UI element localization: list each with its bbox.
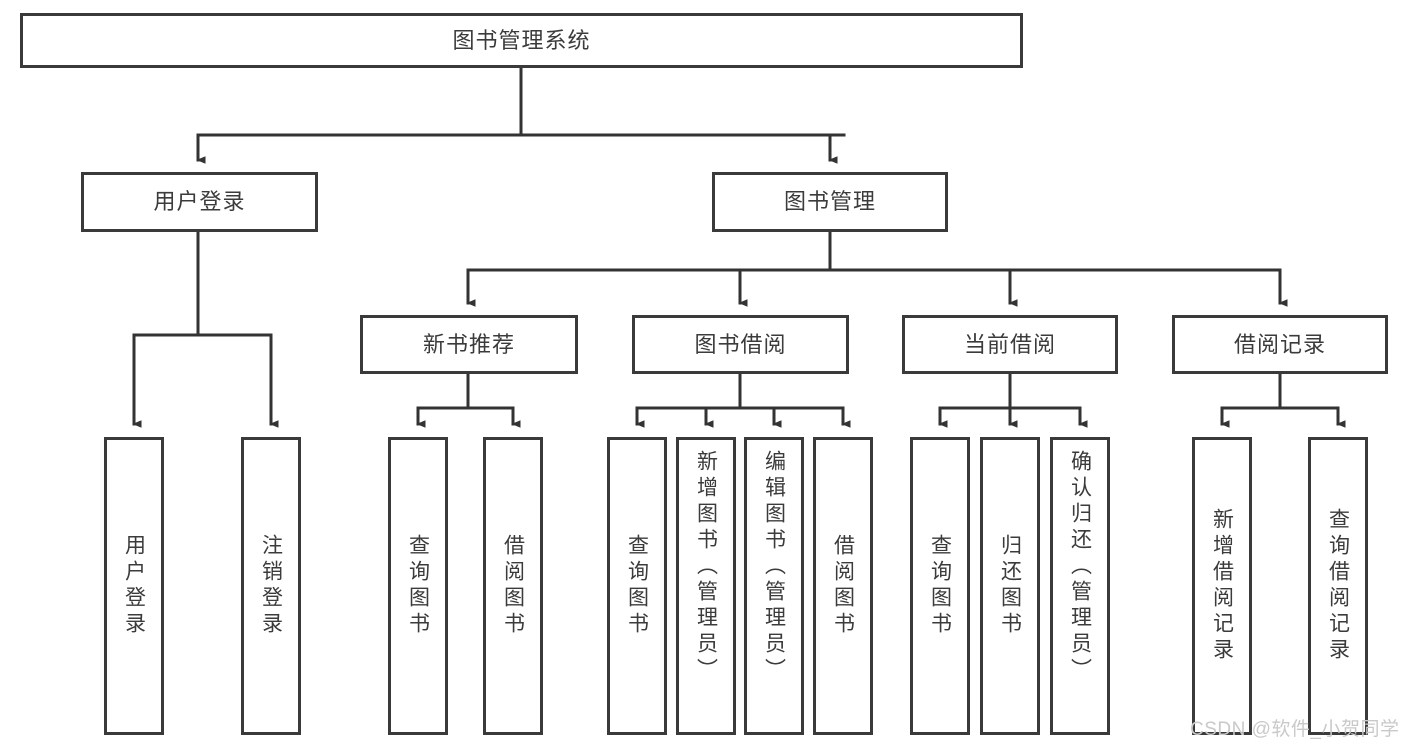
- leaf-record-query-record-label: 查询借阅记录: [1326, 508, 1350, 664]
- node-book-management[interactable]: 图书管理: [712, 172, 948, 232]
- leaf-borrow-add-book-admin-label: 新增图书（管理员）: [694, 450, 718, 684]
- leaf-current-return-book[interactable]: 归还图书: [980, 437, 1040, 735]
- leaf-borrow-edit-book-admin-label: 编辑图书（管理员）: [762, 450, 786, 684]
- leaf-borrow-borrow-book-label: 借阅图书: [831, 534, 855, 638]
- leaf-new-book-query-book[interactable]: 查询图书: [388, 437, 448, 735]
- leaf-current-return-book-label: 归还图书: [998, 534, 1022, 638]
- leaf-current-confirm-return-admin[interactable]: 确认归还（管理员）: [1050, 437, 1110, 735]
- leaf-current-query-book[interactable]: 查询图书: [910, 437, 970, 735]
- leaf-borrow-edit-book-admin[interactable]: 编辑图书（管理员）: [744, 437, 804, 735]
- leaf-current-query-book-label: 查询图书: [928, 534, 952, 638]
- leaf-new-book-borrow-book[interactable]: 借阅图书: [483, 437, 543, 735]
- node-new-book-recommend[interactable]: 新书推荐: [360, 315, 578, 374]
- node-current-borrow-label: 当前借阅: [963, 331, 1056, 357]
- leaf-user-login-logout-label: 注销登录: [259, 534, 283, 638]
- leaf-record-add-record[interactable]: 新增借阅记录: [1192, 437, 1252, 735]
- node-user-login[interactable]: 用户登录: [81, 172, 318, 232]
- node-user-login-label: 用户登录: [153, 189, 246, 215]
- leaf-new-book-borrow-book-label: 借阅图书: [501, 534, 525, 638]
- node-root-label: 图书管理系统: [452, 27, 591, 53]
- node-book-borrow[interactable]: 图书借阅: [632, 315, 849, 374]
- node-book-borrow-label: 图书借阅: [694, 331, 787, 357]
- csdn-watermark: CSDN @软件_小贺同学: [1190, 719, 1400, 740]
- leaf-record-query-record[interactable]: 查询借阅记录: [1308, 437, 1368, 735]
- node-current-borrow[interactable]: 当前借阅: [902, 315, 1118, 374]
- leaf-borrow-borrow-book[interactable]: 借阅图书: [813, 437, 873, 735]
- leaf-user-login-login-label: 用户登录: [122, 534, 146, 638]
- node-borrow-record[interactable]: 借阅记录: [1172, 315, 1388, 374]
- node-book-management-label: 图书管理: [783, 189, 876, 215]
- leaf-record-add-record-label: 新增借阅记录: [1210, 508, 1234, 664]
- leaf-new-book-query-book-label: 查询图书: [406, 534, 430, 638]
- leaf-current-confirm-return-admin-label: 确认归还（管理员）: [1068, 450, 1092, 684]
- node-new-book-recommend-label: 新书推荐: [422, 331, 515, 357]
- leaf-user-login-logout[interactable]: 注销登录: [241, 437, 301, 735]
- leaf-borrow-query-book[interactable]: 查询图书: [607, 437, 667, 735]
- leaf-user-login-login[interactable]: 用户登录: [104, 437, 164, 735]
- node-borrow-record-label: 借阅记录: [1233, 331, 1326, 357]
- leaf-borrow-query-book-label: 查询图书: [625, 534, 649, 638]
- leaf-borrow-add-book-admin[interactable]: 新增图书（管理员）: [676, 437, 736, 735]
- node-root-system[interactable]: 图书管理系统: [20, 13, 1023, 68]
